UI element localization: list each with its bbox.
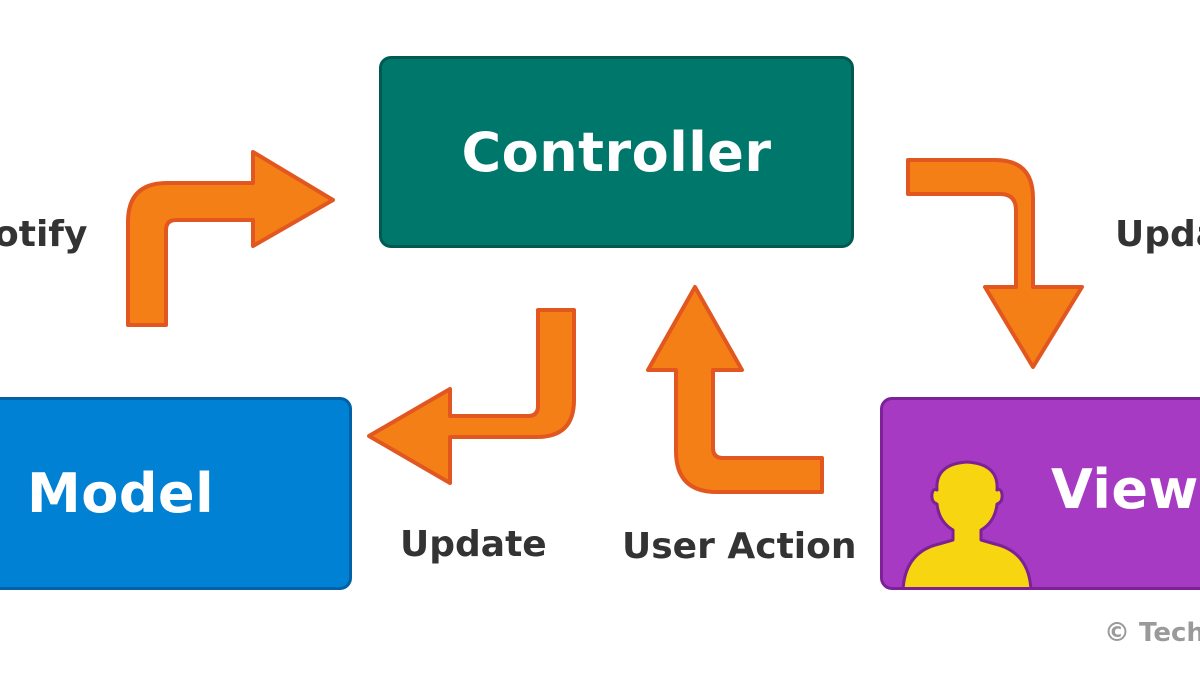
notify-arrow xyxy=(126,150,335,327)
controller-box: Controller xyxy=(379,56,854,248)
model-box: Model xyxy=(0,397,352,590)
model-label: Model xyxy=(27,462,215,525)
copyright-text: © Tech xyxy=(1104,618,1200,648)
update-view-label: Upda xyxy=(1115,214,1200,255)
update-view-arrow xyxy=(906,158,1084,369)
user-action-label: User Action xyxy=(622,526,857,567)
update-model-arrow xyxy=(367,308,576,485)
controller-label: Controller xyxy=(461,120,772,184)
view-box: View xyxy=(880,397,1200,590)
notify-label: otify xyxy=(0,214,88,255)
view-label: View xyxy=(1051,458,1199,521)
update-model-label: Update xyxy=(400,524,547,565)
user-action-arrow xyxy=(646,285,824,494)
person-silhouette-icon xyxy=(901,460,1033,587)
